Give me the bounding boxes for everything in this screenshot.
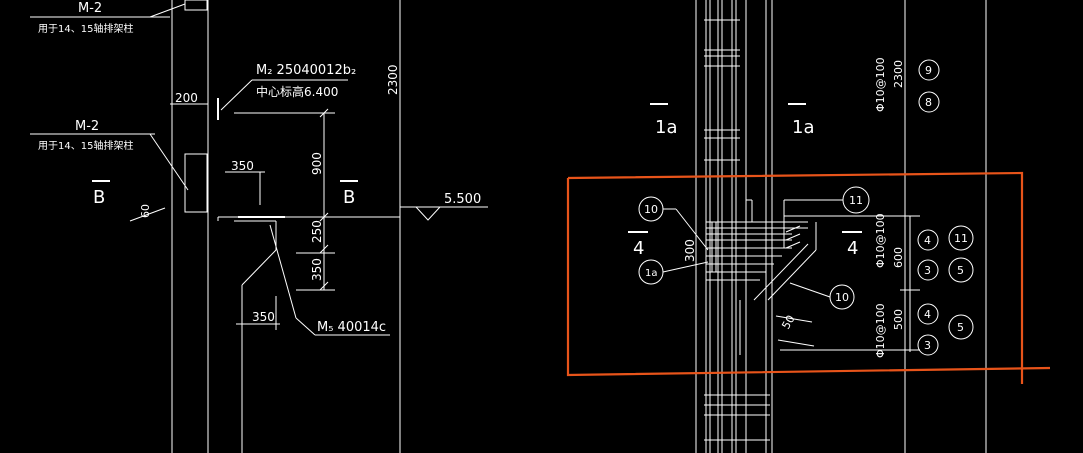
- rebar-dim-mid: 600: [892, 247, 905, 268]
- m2-label: M-2: [78, 1, 102, 16]
- corbel-slope: [753, 243, 809, 301]
- bubble-8-label: 8: [925, 96, 932, 109]
- bubble-4b: [917, 303, 939, 325]
- bubble-4a-label: 4: [924, 234, 931, 247]
- bubble-11-top-label: 11: [849, 194, 863, 207]
- bubble-5b: [948, 314, 974, 340]
- leader-line: [662, 261, 709, 273]
- section-4-left: 4: [633, 238, 644, 259]
- leader-line: [269, 224, 297, 319]
- m2-label: M-2: [75, 119, 99, 134]
- leader-line: [295, 317, 316, 336]
- bubble-5a: [948, 257, 974, 283]
- embed-plate: [184, 0, 208, 11]
- rebar-spec-bottom: Φ10@100: [874, 303, 887, 358]
- rebar-tick: [785, 241, 801, 249]
- dim-350-bottom: 350: [252, 310, 275, 324]
- right-detail: 1a 1a Φ10@100 2300 9 8: [566, 0, 1051, 453]
- dim-2300: 2300: [386, 64, 400, 95]
- dim-350-top: 350: [231, 159, 254, 173]
- dim-line: [777, 339, 815, 347]
- dim-tick: [319, 281, 329, 291]
- bubble-8: [918, 91, 940, 113]
- bubble-3b-label: 3: [924, 339, 931, 352]
- bubble-3b: [917, 334, 939, 356]
- embed-elevation: 中心标高6.400: [256, 84, 338, 99]
- dim-200: 200: [175, 91, 198, 105]
- dim-250: 250: [310, 220, 324, 243]
- corbel-rebar: [706, 199, 826, 355]
- rebar-spec-mid: Φ10@100: [874, 213, 887, 268]
- section-1a-left: 1a: [655, 117, 677, 138]
- corbel-slope: [767, 249, 817, 301]
- dim-tick: [129, 207, 166, 222]
- dim-300: 300: [683, 239, 697, 262]
- bubble-9: [918, 59, 940, 81]
- highlight-box: [566, 178, 1051, 377]
- m2-note: 用于14、15轴排架柱: [38, 139, 133, 152]
- left-detail: M-2 用于14、15轴排架柱 200 M-2 用于14、15轴排架柱 B 60…: [30, 0, 488, 453]
- bubble-5b-label: 5: [957, 321, 964, 334]
- leader-line: [675, 208, 709, 251]
- embed-code-bottom: M₅ 40014c: [317, 320, 386, 335]
- section-b-right: B: [343, 187, 355, 208]
- bubble-1a-label: 1a: [645, 268, 658, 279]
- highlight-box: [567, 171, 1024, 384]
- elevation-triangle: [414, 206, 442, 221]
- section-1a-right: 1a: [792, 117, 814, 138]
- dim-350-vertical: 350: [310, 258, 324, 281]
- corbel-slope: [241, 249, 277, 286]
- rebar-spec-top: Φ10@100: [874, 57, 887, 112]
- bubble-10-top-label: 10: [644, 203, 658, 216]
- m2-note: 用于14、15轴排架柱: [38, 22, 133, 35]
- bubble-9-label: 9: [925, 64, 932, 77]
- bubble-3a-label: 3: [924, 264, 931, 277]
- bubble-10-bottom-label: 10: [835, 291, 849, 304]
- dim-50: 50: [779, 313, 797, 332]
- rebar-dim-bottom: 500: [892, 309, 905, 330]
- bubble-3a: [917, 259, 939, 281]
- dim-60: 60: [139, 204, 152, 218]
- bubble-5a-label: 5: [957, 264, 964, 277]
- rebar-tick: [785, 233, 801, 241]
- dim-900: 900: [310, 152, 324, 175]
- leader-line: [149, 3, 186, 18]
- elevation-5500: 5.500: [444, 192, 481, 207]
- leader-line: [149, 133, 189, 191]
- dim-tick: [319, 244, 329, 254]
- embed-plate: [184, 153, 208, 213]
- rebar-dim-top: 2300: [892, 60, 905, 88]
- dim-tick: [319, 108, 329, 118]
- section-b-left: B: [93, 187, 105, 208]
- embed-code: M₂ 25040012b₂: [256, 63, 356, 78]
- bubble-11a: [948, 225, 974, 251]
- leader-line: [220, 79, 253, 111]
- bubble-11a-label: 11: [954, 232, 968, 245]
- leader-line: [789, 282, 831, 298]
- dim-line: [775, 315, 813, 323]
- bubble-4a: [917, 229, 939, 251]
- bubble-4b-label: 4: [924, 308, 931, 321]
- rebar-tick: [785, 225, 801, 233]
- section-4-right: 4: [847, 238, 858, 259]
